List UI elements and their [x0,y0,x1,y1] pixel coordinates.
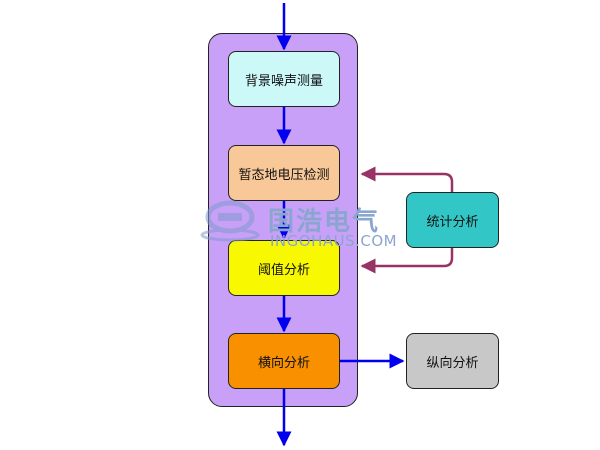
tev-detection-box: 暂态地电压检测 [228,145,340,201]
horizontal-analysis-box: 横向分析 [228,333,340,389]
watermark-url: INGOHAUS.COM [270,232,398,250]
horizontal-analysis-label: 横向分析 [257,355,310,371]
arrow-statistics-to-tev [360,166,454,192]
background-noise-label: 背景噪声测量 [244,73,323,89]
arrow-statistics-to-threshold [360,248,454,274]
watermark-brand: 国浩电气 [268,207,381,237]
vertical-analysis-box: 纵向分析 [406,333,499,389]
statistical-analysis-box: 统计分析 [406,192,499,248]
background-noise-box: 背景噪声测量 [228,51,340,107]
threshold-analysis-box: 阈值分析 [228,240,340,296]
tev-detection-label: 暂态地电压检测 [238,167,330,183]
statistical-analysis-label: 统计分析 [426,214,479,230]
watermark-logo [200,200,260,242]
threshold-analysis-label: 阈值分析 [257,262,310,278]
vertical-analysis-label: 纵向分析 [426,355,479,371]
